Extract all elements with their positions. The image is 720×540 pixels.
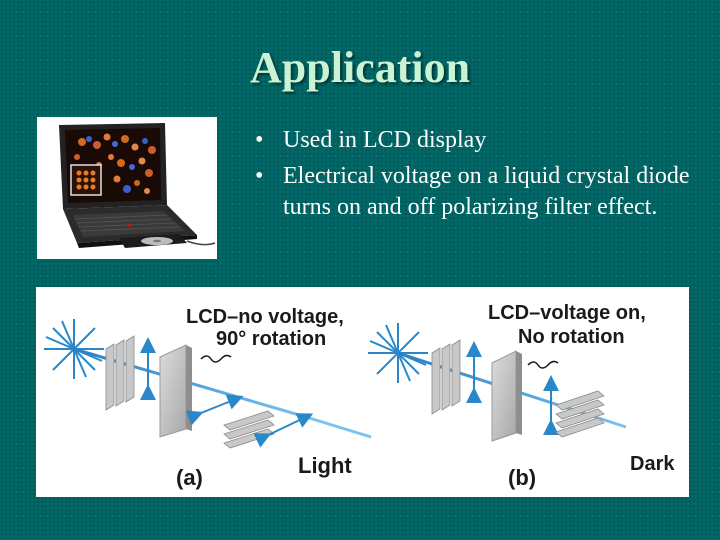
panel-b: LCD–voltage on, No rotation Dark (b) [368, 302, 675, 490]
panel-b-heading-line2: No rotation [518, 326, 625, 348]
panel-a-heading-line2: 90° rotation [216, 328, 326, 350]
vertical-polarizer [105, 335, 135, 411]
lcd-cell [159, 344, 187, 438]
panel-a: LCD–no voltage, 90° rotation Light (a) [44, 306, 372, 490]
panel-b-tag: (b) [508, 465, 536, 490]
panel-b-heading-line1: LCD–voltage on, [488, 302, 646, 324]
lcd-cell [491, 350, 517, 442]
vertical-polarizer [431, 339, 461, 415]
panel-a-tag: (a) [176, 465, 203, 490]
slide-title: Application [250, 43, 471, 92]
panel-b-outcome: Dark [630, 453, 675, 475]
panel-a-outcome: Light [298, 453, 352, 478]
bullet-item: • Used in LCD display [255, 125, 695, 156]
bullet-text: Used in LCD display [283, 127, 487, 153]
lcd-polarization-diagram: LCD–no voltage, 90° rotation Light (a) [36, 287, 689, 497]
horizontal-analyzer [223, 410, 275, 449]
panel-a-heading-line1: LCD–no voltage, [186, 306, 344, 328]
laptop-image [37, 117, 217, 259]
horizontal-analyzer [555, 390, 605, 438]
bullet-mark: • [255, 163, 264, 189]
bullet-text: Electrical voltage on a liquid crystal d… [283, 163, 690, 220]
bullet-item: • Electrical voltage on a liquid crystal… [255, 161, 695, 223]
bullet-mark: • [255, 127, 264, 153]
bullet-list: • Used in LCD display • Electrical volta… [255, 125, 695, 228]
